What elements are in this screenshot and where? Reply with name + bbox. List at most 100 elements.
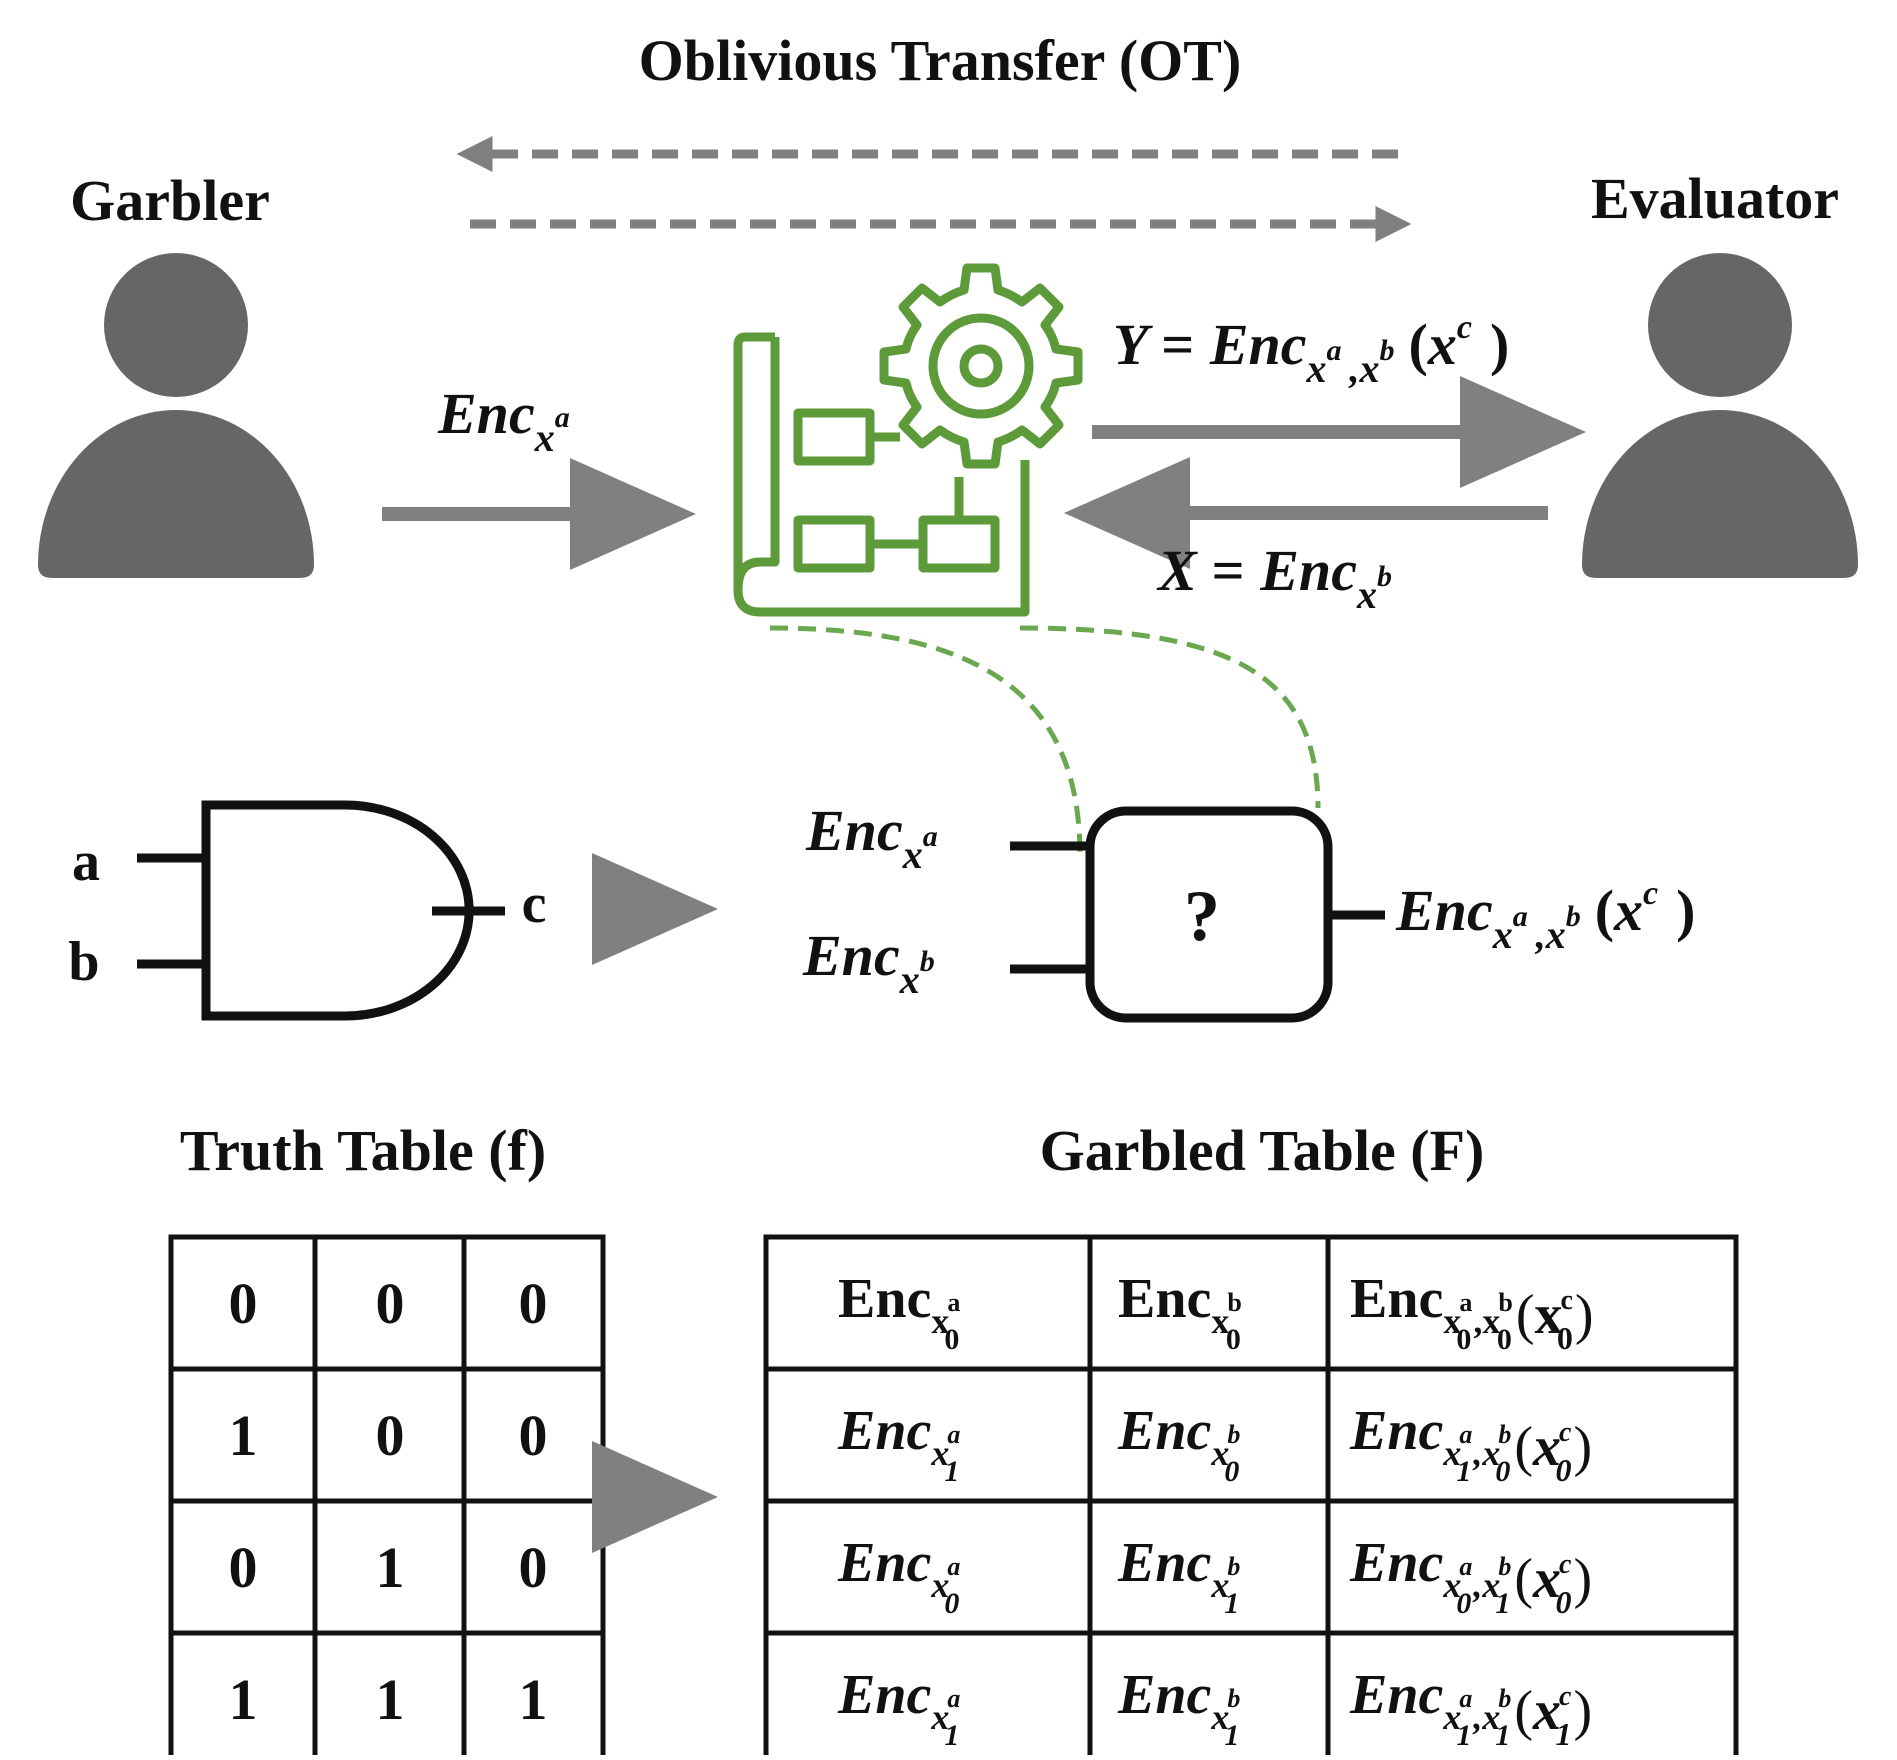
garbler-label: Garbler (70, 168, 270, 233)
x-text: x (1532, 1548, 1561, 1610)
paren-close: ) (1573, 1680, 1592, 1742)
index-sub: 0 (944, 1587, 959, 1620)
x-sub: x (1481, 1565, 1500, 1605)
comma: , (1472, 1697, 1482, 1737)
x-sub: x (1482, 1301, 1500, 1341)
index-sub: 0 (1555, 1452, 1571, 1488)
x-sub: x (930, 1697, 949, 1737)
enc-text: Enc (437, 381, 535, 446)
enc-text: Enc (838, 1268, 931, 1330)
x-text: x (1613, 878, 1643, 943)
paren-close: ) (1676, 878, 1695, 943)
truth-cell: 0 (519, 1535, 548, 1600)
x-sub: x (534, 415, 555, 460)
a-sup: a (1327, 334, 1342, 367)
x-sub: x (902, 832, 923, 877)
c-sup: c (1560, 1285, 1572, 1316)
x-sub: x (1356, 572, 1377, 617)
index-sub: 0 (1456, 1587, 1471, 1620)
b-sup: b (1227, 1684, 1240, 1713)
paren-open: ( (1409, 312, 1428, 377)
c-sup: c (1643, 875, 1658, 912)
garbled-table-title: Garbled Table (F) (1040, 1118, 1485, 1183)
c-sup: c (1559, 1417, 1572, 1448)
comma: , (1535, 912, 1546, 957)
x-text: x (1532, 1680, 1561, 1742)
index-sub: 0 (1557, 1320, 1573, 1356)
truth-cell: 1 (229, 1403, 258, 1468)
index-sub: 1 (1555, 1716, 1571, 1752)
a-sup: a (947, 1684, 960, 1713)
b-sup: b (1498, 1552, 1511, 1581)
garbled-table (763, 1234, 1739, 1760)
c-sup: c (1559, 1681, 1572, 1712)
x-sub: x (1442, 1565, 1461, 1605)
enc-text: Enc (837, 1400, 931, 1462)
garbled-cell-b: Encxb 0 (1117, 1400, 1240, 1488)
paren-open: ( (1514, 1680, 1533, 1742)
enc-text: Enc (1117, 1664, 1211, 1726)
y-prefix: Y = (1113, 312, 1194, 377)
a-sup: a (947, 1420, 960, 1449)
truth-cell: 1 (376, 1535, 405, 1600)
enc-text: Enc (837, 1664, 931, 1726)
a-sup: a (1459, 1288, 1472, 1317)
x-sub: x (1481, 1433, 1500, 1473)
index-sub: 1 (1495, 1719, 1510, 1752)
enc-text: Enc (1349, 1400, 1443, 1462)
garbled-gate-unknown: ? (1184, 876, 1220, 956)
comma: , (1473, 1301, 1482, 1341)
truth-cell: 0 (229, 1271, 258, 1336)
truth-cell: 0 (519, 1403, 548, 1468)
x-sub: x (930, 1433, 949, 1473)
and-gate-icon (137, 800, 505, 1021)
x-sub: x (1492, 912, 1513, 957)
truth-cell: 1 (519, 1667, 548, 1732)
y-message-label: Y =Encxa,xb(xc) (1113, 309, 1509, 391)
x-text: x (1532, 1416, 1561, 1478)
b-sup: b (1227, 1420, 1240, 1449)
b-sup: b (1380, 334, 1395, 367)
enc-text: Enc (1117, 1532, 1211, 1594)
evaluator-person-icon (1582, 253, 1858, 578)
garbled-gate-input-a-label: Encxa (805, 798, 938, 877)
a-sup: a (947, 1552, 960, 1581)
c-sup: c (1457, 309, 1472, 346)
enc-text: Enc (805, 798, 903, 863)
b-sup: b (1377, 560, 1392, 593)
b-sup: b (1498, 1288, 1512, 1317)
x-message-label: X =Encxb (1156, 538, 1392, 617)
x-sub: x (930, 1565, 949, 1605)
truth-cell: 0 (519, 1271, 548, 1336)
index-sub: 0 (1495, 1455, 1510, 1488)
paren-close: ) (1573, 1416, 1592, 1478)
enc-text: Enc (1117, 1400, 1211, 1462)
gate-input-b: b (68, 931, 99, 993)
paren-open: ( (1514, 1416, 1533, 1478)
enc-text: Enc (1349, 1532, 1443, 1594)
x-text: x (1427, 312, 1457, 377)
truth-cell: 1 (376, 1667, 405, 1732)
b-sup: b (1566, 900, 1581, 933)
enc-text: Enc (1209, 312, 1307, 377)
b-sup: b (1227, 1552, 1240, 1581)
x-sub: x (1210, 1433, 1229, 1473)
x-sub: x (1442, 1433, 1461, 1473)
a-sup: a (923, 820, 938, 853)
evaluator-label: Evaluator (1591, 166, 1839, 231)
x-sub: x (931, 1301, 949, 1341)
b-sup: b (920, 945, 935, 978)
connector-right-curve (1019, 625, 1321, 809)
c-sup: c (1559, 1549, 1572, 1580)
enc-text: Enc (1118, 1268, 1211, 1330)
garbler-person-icon (38, 253, 314, 578)
a-sup: a (1459, 1552, 1472, 1581)
index-sub: 1 (1456, 1455, 1471, 1488)
truth-cell: 0 (376, 1271, 405, 1336)
index-sub: 0 (1224, 1455, 1239, 1488)
gate-input-a: a (72, 831, 100, 893)
